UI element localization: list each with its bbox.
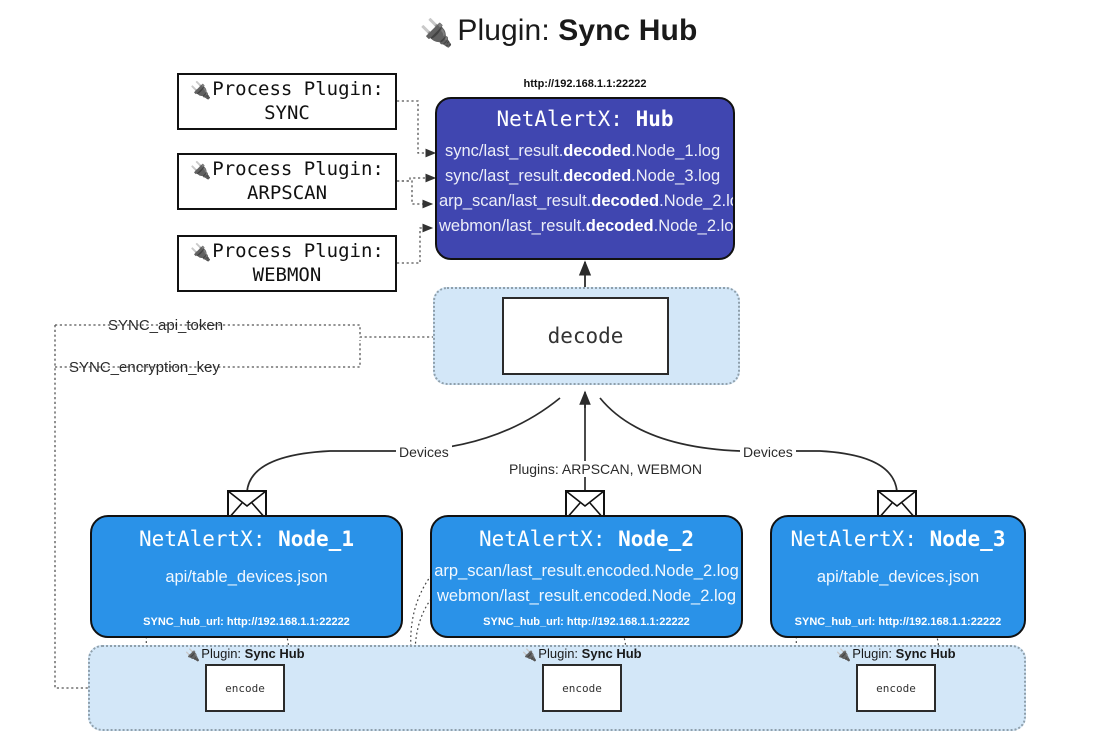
process-plugin-name: SYNC: [264, 101, 310, 124]
hub-title-prefix: NetAlertX:: [496, 107, 636, 131]
decode-label: decode: [547, 324, 624, 348]
encoder-plugin-label: 🔌Plugin: Sync Hub: [522, 646, 642, 662]
node-data-line: arp_scan/last_result.encoded.Node_2.log: [434, 562, 739, 580]
process-plugin-arpscan[interactable]: 🔌Process Plugin: ARPSCAN: [177, 153, 397, 210]
node-hub-url: SYNC_hub_url: http://192.168.1.1:22222: [143, 616, 350, 628]
encode-label: encode: [876, 681, 916, 695]
edge-label-devices-right: Devices: [740, 444, 796, 460]
plug-icon: 🔌: [419, 18, 454, 48]
encoder-plugin-label: 🔌Plugin: Sync Hub: [836, 646, 956, 662]
page-title: 🔌Plugin: Sync Hub: [0, 14, 1117, 49]
process-plugin-name: ARPSCAN: [246, 181, 328, 204]
page-title-prefix: Plugin:: [457, 14, 559, 47]
process-plugin-label: Process Plugin:: [212, 78, 384, 101]
node-node-3[interactable]: NetAlertX: Node_3 api/table_devices.json…: [770, 515, 1026, 638]
process-plugin-label: Process Plugin:: [212, 240, 384, 263]
node-node-1[interactable]: NetAlertX: Node_1 api/table_devices.json…: [90, 515, 403, 638]
node-title: NetAlertX: Node_1: [139, 527, 354, 551]
process-plugin-webmon[interactable]: 🔌Process Plugin: WEBMON: [177, 235, 397, 292]
process-plugin-label: Process Plugin:: [212, 158, 384, 181]
encoder-plugin-label: 🔌Plugin: Sync Hub: [185, 646, 305, 662]
plug-icon: 🔌: [185, 648, 201, 662]
encode-label: encode: [562, 681, 602, 695]
process-plugin-sync[interactable]: 🔌Process Plugin: SYNC: [177, 73, 397, 130]
hub-log-line: webmon/last_result.decoded.Node_2.log: [439, 217, 735, 236]
plug-icon: 🔌: [522, 648, 538, 662]
hub-log-line: arp_scan/last_result.decoded.Node_2.log: [439, 192, 733, 211]
node-data-line: api/table_devices.json: [165, 568, 328, 586]
hub-title-name: Hub: [635, 107, 674, 131]
node-hub-url: SYNC_hub_url: http://192.168.1.1:22222: [794, 616, 1002, 628]
plug-icon: 🔌: [190, 81, 212, 102]
node-hub-url: SYNC_hub_url: http://192.168.1.1:22222: [483, 616, 690, 628]
hub-url-label: http://192.168.1.1:22222: [523, 78, 647, 90]
node-node-2[interactable]: NetAlertX: Node_2 arp_scan/last_result.e…: [430, 515, 743, 638]
hub-title: NetAlertX: Hub: [437, 107, 733, 131]
plug-icon: 🔌: [190, 161, 212, 182]
sync-api-token-label: SYNC_api_token: [108, 317, 224, 334]
plug-icon: 🔌: [190, 243, 212, 264]
edge-label-devices-left: Devices: [396, 444, 452, 460]
sync-encryption-key-label: SYNC_encryption_key: [69, 359, 220, 376]
node-title: NetAlertX: Node_3: [790, 527, 1006, 551]
encode-box-node-2[interactable]: encode: [542, 664, 622, 712]
hub-node[interactable]: NetAlertX: Hub sync/last_result.decoded.…: [435, 97, 735, 260]
process-plugin-name: WEBMON: [252, 263, 322, 286]
hub-log-line: sync/last_result.decoded.Node_3.log: [445, 167, 721, 186]
node-data-line: webmon/last_result.encoded.Node_2.log: [436, 586, 737, 605]
decode-box[interactable]: decode: [502, 297, 669, 375]
page-title-name: Sync Hub: [558, 14, 698, 47]
encode-box-node-1[interactable]: encode: [205, 664, 285, 712]
node-title: NetAlertX: Node_2: [479, 527, 694, 551]
hub-log-line: sync/last_result.decoded.Node_1.log: [445, 142, 721, 160]
edge-label-plugins-center: Plugins: ARPSCAN, WEBMON: [506, 461, 705, 477]
node-data-line: api/table_devices.json: [816, 568, 980, 586]
plug-icon: 🔌: [836, 648, 852, 662]
encode-label: encode: [225, 681, 265, 695]
encode-box-node-3[interactable]: encode: [856, 664, 936, 712]
